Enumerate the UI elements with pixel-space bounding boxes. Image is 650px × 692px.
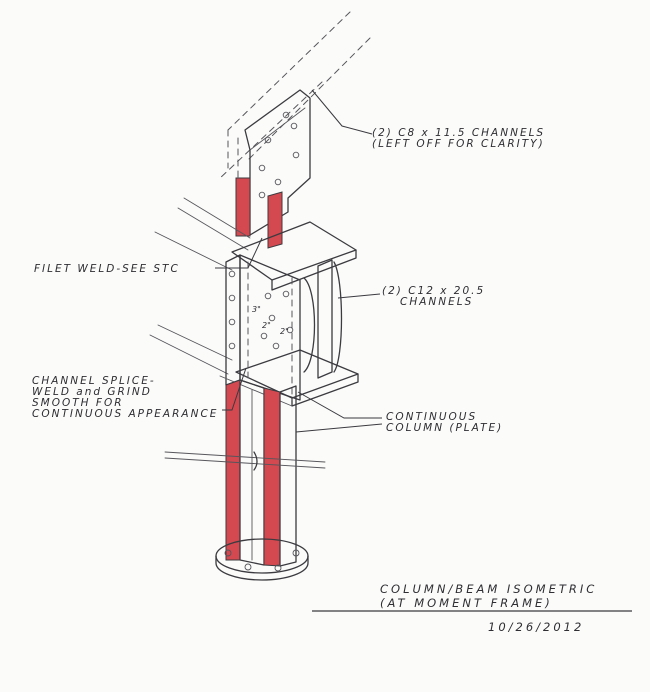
dim-label: 3": [252, 305, 261, 314]
title-line: COLUMN/BEAM ISOMETRIC: [380, 582, 598, 596]
dim-vertical: 3": [252, 304, 261, 315]
note-line: CHANNELS: [400, 296, 474, 308]
leader-lines: [215, 89, 383, 433]
note-continuous-column: CONTINUOUS COLUMN (PLATE): [386, 412, 503, 434]
note-line: FILET WELD-SEE STC: [34, 263, 180, 275]
note-channel-splice: CHANNEL SPLICE- WELD and GRIND SMOOTH FO…: [32, 376, 218, 420]
note-line: SMOOTH FOR: [32, 397, 124, 409]
dim-diag-left: 2": [262, 320, 271, 331]
dim-label: 2": [262, 321, 271, 330]
note-top-channels: (2) C8 x 11.5 CHANNELS (LEFT OFF FOR CLA…: [372, 128, 545, 150]
base-plate: [215, 538, 309, 581]
note-line: CONTINUOUS: [386, 411, 478, 423]
note-line: WELD and GRIND: [32, 386, 152, 398]
note-fillet-weld: FILET WELD-SEE STC: [34, 264, 180, 275]
note-line: CHANNEL SPLICE-: [32, 375, 156, 387]
upper-column-plate-left: [235, 177, 251, 237]
note-line: (2) C8 x 11.5 CHANNELS: [372, 127, 546, 139]
drawing-title: COLUMN/BEAM ISOMETRIC (AT MOMENT FRAME): [380, 582, 597, 610]
note-line: COLUMN (PLATE): [386, 422, 504, 434]
drawing-date: 10/26/2012: [488, 620, 584, 634]
dim-diag-right: 2": [280, 326, 289, 337]
break-line: [164, 451, 326, 471]
note-line: (2) C12 x 20.5: [382, 285, 486, 297]
note-line: (LEFT OFF FOR CLARITY): [372, 138, 545, 150]
lower-column: [225, 379, 297, 567]
dim-label: 2": [280, 327, 289, 336]
upper-beam-outline-dashed: [217, 11, 371, 201]
date-text: 10/26/2012: [488, 620, 585, 634]
beam-flange-lines: [149, 197, 251, 375]
title-line: (AT MOMENT FRAME): [380, 596, 553, 610]
c12-channel-assembly: [219, 221, 359, 407]
upper-column-plate-right: [267, 191, 283, 249]
note-c12-channels: (2) C12 x 20.5 CHANNELS: [382, 286, 485, 308]
note-line: CONTINUOUS APPEARANCE: [32, 408, 219, 420]
